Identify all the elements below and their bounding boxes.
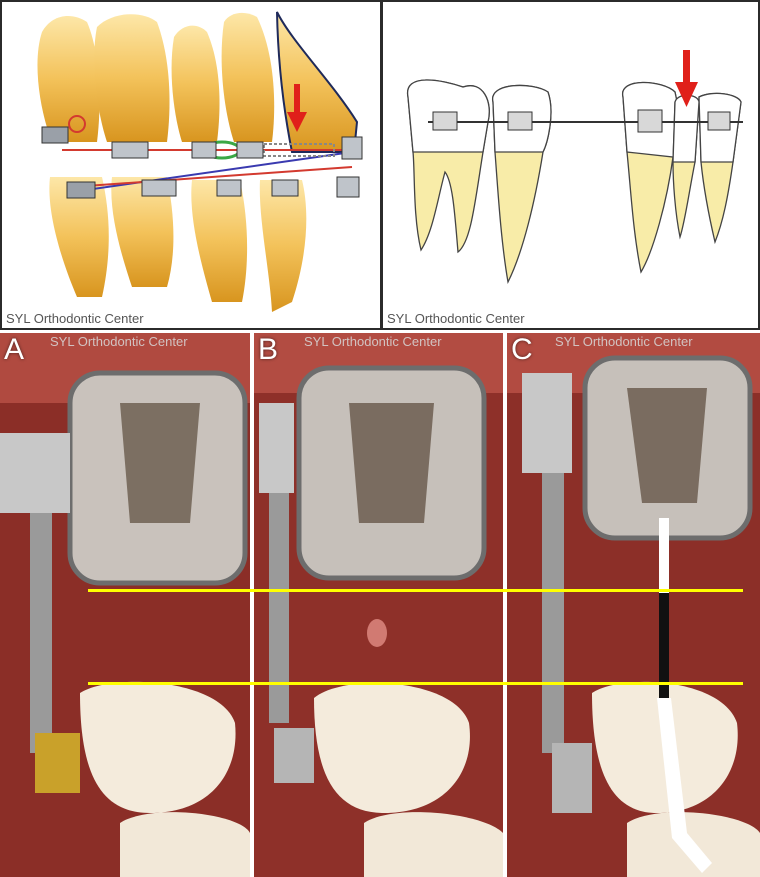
- watermark-caption: SYL Orthodontic Center: [6, 311, 144, 326]
- bracket: [341, 136, 363, 160]
- watermark-caption: SYL Orthodontic Center: [304, 334, 442, 349]
- probe-markings: [659, 593, 669, 698]
- photo-b-image: [254, 333, 503, 877]
- coil-spring: [269, 493, 289, 723]
- guide-line-gap: [250, 589, 254, 592]
- gingival-guide-line-lower: [88, 682, 250, 685]
- bracket: [274, 728, 314, 783]
- watermark-caption: SYL Orthodontic Center: [50, 334, 188, 349]
- panel-label: B: [258, 333, 279, 366]
- clinical-photo-a: A SYL Orthodontic Center: [0, 333, 250, 877]
- appliance-illustration: [37, 11, 363, 312]
- gingival-guide-line-upper: [88, 589, 250, 592]
- occlusal-surface: [120, 403, 200, 523]
- coil-spring: [542, 473, 564, 753]
- bracket: [552, 743, 592, 813]
- clinical-photo-b: B SYL Orthodontic Center: [254, 333, 503, 877]
- watermark-caption: SYL Orthodontic Center: [387, 311, 525, 326]
- occlusal-surface: [349, 403, 434, 523]
- tooth-crown-lower: [364, 812, 503, 877]
- upper-molar-1: [37, 16, 100, 143]
- panel-label: C: [511, 333, 533, 366]
- bracket: [236, 141, 264, 159]
- lower-premolar-2: [259, 180, 307, 312]
- molar-tube: [0, 433, 70, 513]
- upper-canine: [276, 11, 359, 153]
- upper-molar-2: [94, 14, 170, 143]
- bracket: [336, 176, 360, 198]
- bracket: [507, 111, 533, 131]
- elastic-wire-blue: [71, 151, 353, 193]
- photo-c-image: [507, 333, 760, 877]
- watermark-caption: SYL Orthodontic Center: [555, 334, 693, 349]
- red-arrow-icon: [287, 84, 307, 132]
- illustration-panel-appliance: SYL Orthodontic Center: [0, 0, 382, 330]
- coil-spring: [30, 513, 52, 753]
- gingival-guide-line-lower: [507, 682, 743, 685]
- upper-premolar-2: [221, 12, 275, 142]
- clinical-photo-c: C SYL Orthodontic Center: [507, 333, 760, 877]
- premolar-crown: [314, 683, 470, 813]
- panel-label: A: [4, 333, 25, 366]
- open-coil-spring: [263, 143, 335, 157]
- probe-tip: [659, 518, 669, 593]
- guide-line-gap: [250, 682, 254, 685]
- lower-premolar-1: [191, 180, 248, 302]
- tooth-crown: [672, 94, 700, 163]
- guide-line-gap: [503, 589, 507, 592]
- molar-tube: [259, 403, 294, 493]
- hook-marker: [68, 115, 86, 133]
- photo-a-image: [0, 333, 250, 877]
- bracket: [141, 179, 177, 197]
- bracket: [216, 179, 242, 197]
- gingival-guide-line-lower: [254, 682, 503, 685]
- tooth-crown-lower: [120, 812, 250, 877]
- bracket-gold: [35, 733, 80, 793]
- molar-tube: [522, 373, 572, 473]
- gingival-guide-line-upper: [254, 589, 503, 592]
- occlusal-surface: [627, 388, 707, 503]
- guide-line-gap: [503, 682, 507, 685]
- red-arrow-icon: [675, 50, 698, 107]
- bracket: [432, 111, 458, 131]
- gingival-papilla: [367, 619, 387, 647]
- bracket: [111, 141, 149, 159]
- lower-archwire: [71, 166, 353, 188]
- upper-premolar-1: [171, 25, 220, 142]
- bracket: [271, 179, 299, 197]
- bracket: [191, 141, 217, 159]
- gingival-guide-line-upper: [507, 589, 743, 592]
- lower-molar-1: [49, 177, 109, 297]
- schematic-illustration: [407, 50, 743, 285]
- bracket: [66, 181, 96, 199]
- premolar-crown: [80, 681, 236, 813]
- bracket: [41, 126, 69, 144]
- illustration-panel-schematic: SYL Orthodontic Center: [381, 0, 760, 330]
- periodontal-probe: [657, 698, 712, 873]
- bracket: [637, 109, 663, 133]
- bracket: [707, 111, 731, 131]
- lower-molar-2: [111, 177, 174, 287]
